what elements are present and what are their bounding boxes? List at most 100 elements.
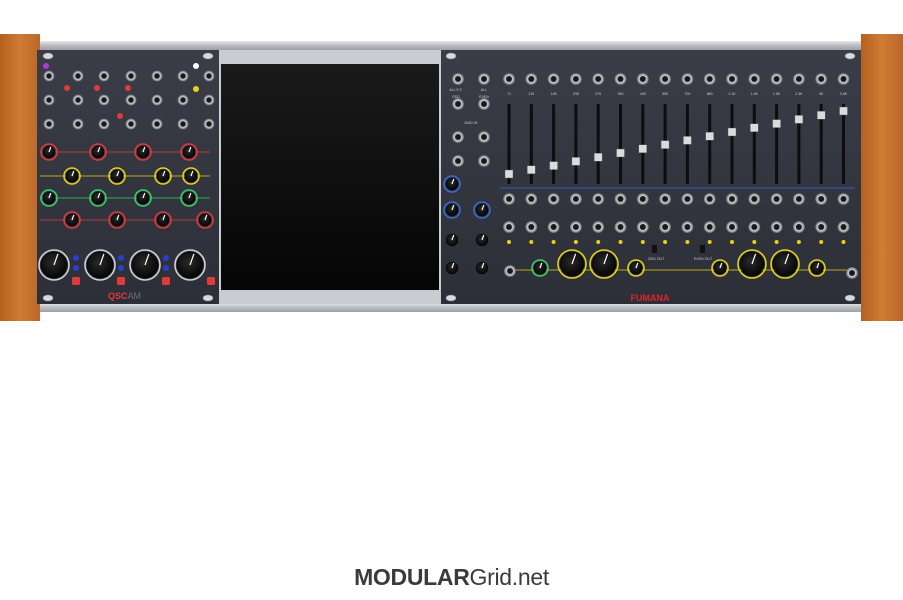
jack-socket[interactable]: [478, 131, 490, 143]
jack-socket[interactable]: [846, 267, 858, 279]
jack-socket[interactable]: [478, 73, 490, 85]
jack-socket[interactable]: [815, 193, 828, 205]
jack-socket[interactable]: [177, 118, 189, 130]
jack-socket[interactable]: [151, 70, 163, 82]
jack-socket[interactable]: [503, 193, 515, 205]
jack-socket[interactable]: [837, 193, 850, 205]
jack-socket[interactable]: [452, 131, 464, 143]
jack-socket[interactable]: [614, 73, 627, 85]
jack-socket[interactable]: [125, 70, 137, 82]
jack-socket[interactable]: [525, 193, 538, 205]
slider-handle[interactable]: [683, 136, 692, 145]
slider-handle[interactable]: [727, 127, 737, 137]
jack-socket[interactable]: [504, 265, 516, 277]
toggle-switch[interactable]: [700, 245, 705, 253]
slider-handle[interactable]: [839, 106, 848, 116]
jack-socket[interactable]: [659, 221, 672, 233]
jack-socket[interactable]: [792, 221, 805, 233]
jack-socket[interactable]: [837, 73, 850, 85]
jack-socket[interactable]: [703, 193, 716, 205]
jack-socket[interactable]: [547, 73, 560, 85]
jack-socket[interactable]: [203, 118, 215, 130]
jack-socket[interactable]: [703, 73, 716, 85]
jack-socket[interactable]: [592, 221, 605, 233]
jack-socket[interactable]: [726, 73, 738, 85]
slider-handle[interactable]: [794, 115, 804, 124]
jack-socket[interactable]: [98, 94, 110, 106]
jack-socket[interactable]: [659, 193, 672, 205]
slider-handle[interactable]: [504, 169, 514, 179]
jack-socket[interactable]: [547, 193, 560, 205]
jack-socket[interactable]: [177, 70, 189, 82]
slider-handle[interactable]: [616, 148, 625, 158]
jack-socket[interactable]: [837, 221, 850, 233]
jack-socket[interactable]: [151, 118, 163, 130]
slider-handle[interactable]: [750, 123, 759, 133]
jack-socket[interactable]: [43, 94, 55, 106]
jack-socket[interactable]: [452, 98, 464, 110]
jack-socket[interactable]: [770, 193, 783, 205]
jack-socket[interactable]: [592, 73, 605, 85]
jack-socket[interactable]: [748, 73, 761, 85]
jack-socket[interactable]: [569, 221, 582, 233]
jack-socket[interactable]: [614, 193, 627, 205]
jack-socket[interactable]: [681, 193, 694, 205]
jack-socket[interactable]: [569, 73, 582, 85]
jack-socket[interactable]: [659, 73, 672, 85]
jack-socket[interactable]: [452, 73, 464, 85]
jack-socket[interactable]: [72, 118, 84, 130]
jack-socket[interactable]: [770, 73, 783, 85]
jack-socket[interactable]: [681, 221, 694, 233]
slider-handle[interactable]: [660, 140, 670, 149]
push-button[interactable]: [117, 277, 125, 285]
jack-socket[interactable]: [72, 94, 84, 106]
jack-socket[interactable]: [503, 73, 515, 85]
slider-handle[interactable]: [817, 110, 826, 120]
jack-socket[interactable]: [203, 94, 215, 106]
slider-handle[interactable]: [772, 119, 781, 128]
jack-socket[interactable]: [636, 193, 649, 205]
jack-socket[interactable]: [726, 221, 738, 233]
toggle-switch[interactable]: [652, 245, 657, 253]
jack-socket[interactable]: [636, 73, 649, 85]
jack-socket[interactable]: [151, 94, 163, 106]
jack-socket[interactable]: [792, 73, 805, 85]
jack-socket[interactable]: [748, 221, 761, 233]
jack-socket[interactable]: [177, 94, 189, 106]
jack-socket[interactable]: [503, 221, 515, 233]
jack-socket[interactable]: [452, 155, 464, 167]
jack-socket[interactable]: [43, 70, 55, 82]
jack-socket[interactable]: [547, 221, 560, 233]
jack-socket[interactable]: [98, 118, 110, 130]
push-button[interactable]: [207, 277, 215, 285]
jack-socket[interactable]: [592, 193, 605, 205]
slider-handle[interactable]: [705, 131, 714, 141]
push-button[interactable]: [72, 277, 80, 285]
jack-socket[interactable]: [726, 193, 738, 205]
jack-socket[interactable]: [43, 118, 55, 130]
jack-socket[interactable]: [770, 221, 783, 233]
jack-socket[interactable]: [792, 193, 805, 205]
jack-socket[interactable]: [815, 73, 828, 85]
jack-socket[interactable]: [125, 94, 137, 106]
jack-socket[interactable]: [478, 155, 490, 167]
jack-socket[interactable]: [815, 221, 828, 233]
jack-socket[interactable]: [525, 221, 538, 233]
jack-socket[interactable]: [569, 193, 582, 205]
jack-socket[interactable]: [125, 118, 137, 130]
jack-socket[interactable]: [72, 70, 84, 82]
slider-handle[interactable]: [571, 157, 581, 166]
push-button[interactable]: [162, 277, 170, 285]
jack-socket[interactable]: [703, 221, 716, 233]
jack-socket[interactable]: [748, 193, 761, 205]
jack-socket[interactable]: [478, 98, 490, 110]
jack-socket[interactable]: [203, 70, 215, 82]
slider-handle[interactable]: [638, 144, 647, 154]
jack-socket[interactable]: [525, 73, 538, 85]
jack-socket[interactable]: [98, 70, 110, 82]
jack-socket[interactable]: [681, 73, 694, 85]
slider-handle[interactable]: [527, 165, 536, 175]
slider-handle[interactable]: [594, 152, 603, 162]
jack-socket[interactable]: [614, 221, 627, 233]
slider-handle[interactable]: [549, 161, 558, 170]
